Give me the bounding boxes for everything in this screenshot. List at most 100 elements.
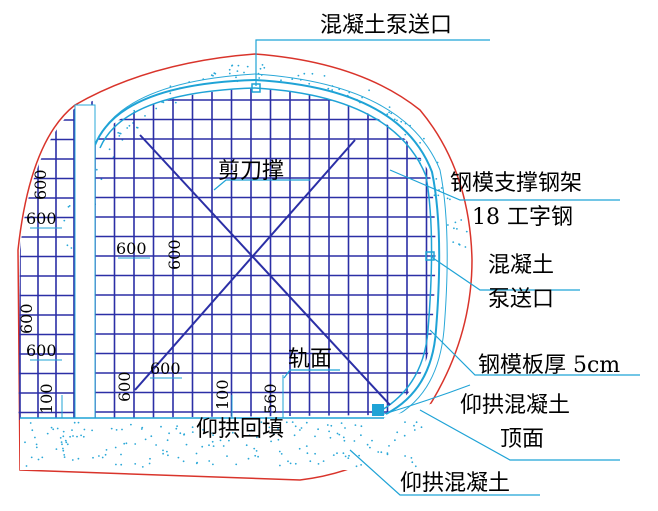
- invert-dot: [63, 456, 66, 458]
- invert-dot: [413, 429, 416, 431]
- invert-dot: [141, 426, 144, 429]
- concrete-dot: [456, 228, 458, 230]
- invert-dot: [410, 457, 413, 459]
- invert-dot: [35, 446, 38, 449]
- invert-dot: [212, 445, 215, 447]
- invert-dot: [62, 449, 65, 452]
- invert-dot: [24, 441, 26, 444]
- invert-dot: [371, 439, 373, 442]
- invert-dot: [270, 440, 272, 443]
- invert-dot: [342, 436, 345, 439]
- label-invert-backfill: 仰拱回填: [196, 417, 284, 442]
- invert-dot: [63, 454, 66, 456]
- invert-dot: [344, 455, 347, 458]
- concrete-dot: [454, 187, 457, 190]
- invert-dot: [92, 456, 94, 459]
- invert-dot: [326, 424, 329, 426]
- concrete-dot: [460, 219, 463, 221]
- concrete-dot: [299, 79, 302, 81]
- invert-dot: [77, 457, 80, 460]
- invert-dot: [277, 438, 280, 441]
- invert-dot: [336, 432, 339, 435]
- invert-dot: [167, 454, 169, 457]
- left-column: [74, 104, 96, 419]
- concrete-dot: [246, 65, 249, 68]
- invert-dot: [50, 426, 53, 429]
- invert-dot: [134, 463, 137, 465]
- concrete-dot: [243, 71, 245, 74]
- concrete-dot: [67, 205, 70, 208]
- invert-dot: [35, 443, 38, 446]
- invert-dot: [404, 455, 406, 457]
- invert-dot: [71, 459, 74, 461]
- shear-brace-a: [139, 134, 391, 406]
- dimension-lines: [30, 227, 284, 418]
- concrete-dot: [388, 106, 391, 108]
- concrete-dot: [400, 120, 403, 123]
- concrete-dot: [454, 221, 457, 224]
- invert-dot: [317, 463, 320, 465]
- invert-dot: [64, 439, 67, 442]
- invert-dot: [121, 428, 123, 431]
- invert-dot: [114, 446, 117, 449]
- invert-dot: [60, 441, 63, 443]
- concrete-dot: [452, 241, 455, 244]
- concrete-dot: [66, 244, 69, 247]
- concrete-dot: [437, 194, 440, 197]
- invert-dot: [415, 421, 418, 424]
- invert-dot: [305, 421, 308, 424]
- concrete-dot: [214, 72, 217, 75]
- invert-dot: [247, 457, 250, 460]
- invert-dot: [336, 452, 338, 455]
- invert-dot: [37, 458, 40, 461]
- invert-dot: [168, 432, 171, 435]
- dim-low-v: 600: [115, 371, 134, 402]
- label-formwork-thickness: 钢模板厚 5cm: [478, 353, 620, 378]
- invert-dot: [314, 452, 316, 455]
- concrete-dot: [162, 101, 165, 104]
- concrete-dot: [169, 92, 172, 95]
- invert-dot: [211, 440, 214, 443]
- invert-dot: [120, 453, 122, 456]
- concrete-dot: [258, 77, 261, 79]
- invert-dot: [414, 465, 417, 468]
- concrete-dot: [108, 148, 111, 151]
- invert-dot: [176, 425, 179, 427]
- concrete-dot: [228, 72, 231, 75]
- invert-dot: [65, 441, 68, 444]
- invert-dot: [134, 443, 137, 445]
- concrete-dot: [311, 72, 314, 75]
- invert-dot: [299, 429, 301, 431]
- concrete-dot: [297, 74, 300, 77]
- concrete-dot: [188, 81, 191, 83]
- invert-dot: [404, 421, 406, 423]
- invert-dot: [59, 437, 62, 439]
- invert-dot: [403, 434, 406, 437]
- invert-dot: [115, 429, 118, 431]
- concrete-dot: [327, 87, 330, 90]
- invert-dot: [317, 428, 319, 431]
- invert-dot: [248, 434, 251, 437]
- concrete-dot: [338, 88, 341, 91]
- invert-dot: [191, 431, 194, 433]
- concrete-dot: [212, 74, 214, 77]
- concrete-dot: [404, 122, 407, 125]
- invert-dot: [330, 424, 333, 427]
- shear-brace-b: [134, 139, 356, 391]
- invert-dot: [231, 431, 234, 434]
- invert-dot: [179, 432, 182, 435]
- invert-dot: [369, 446, 371, 449]
- concrete-dot: [303, 72, 306, 75]
- concrete-dot: [155, 107, 158, 110]
- invert-dot: [155, 444, 158, 446]
- concrete-dot: [409, 124, 411, 127]
- invert-dot: [210, 432, 212, 435]
- invert-dot: [328, 430, 330, 433]
- invert-dot: [228, 439, 230, 442]
- invert-dot: [273, 432, 275, 435]
- label-invert-concrete: 仰拱混凝土: [400, 471, 510, 496]
- invert-dot: [420, 426, 423, 429]
- invert-dot: [56, 427, 59, 430]
- concrete-dot: [118, 135, 121, 137]
- invert-dot: [343, 439, 346, 442]
